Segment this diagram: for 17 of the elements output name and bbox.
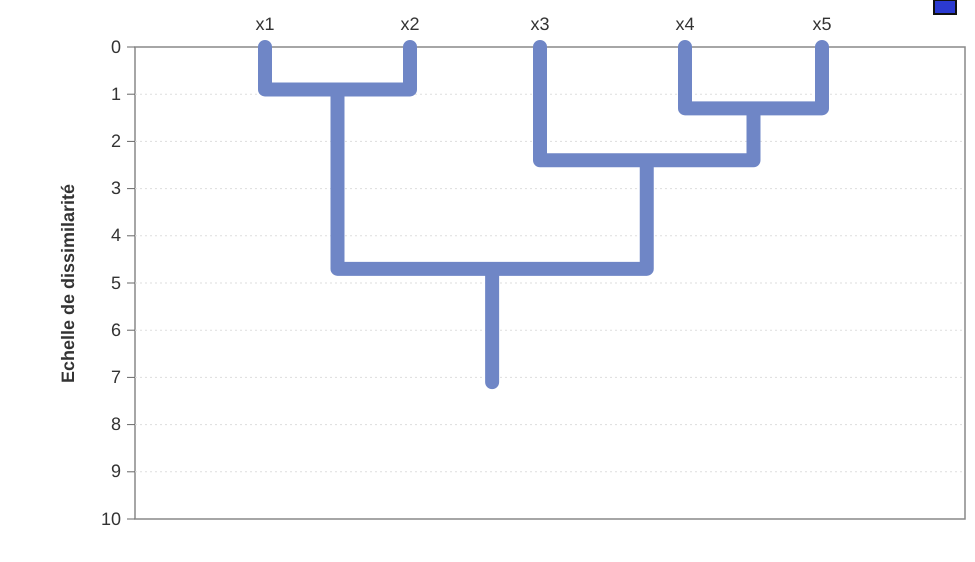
tick-label: 6 (111, 320, 122, 341)
tick-label: 2 (111, 130, 122, 152)
axis-title: Echelle de dissimilarité (58, 183, 79, 383)
leaf-label: x4 (676, 14, 695, 34)
tick-label: 4 (111, 225, 122, 246)
leaf-label: x5 (812, 14, 832, 34)
tick-label: 3 (111, 178, 122, 200)
tick-label: 5 (111, 272, 122, 294)
leaf-label: x1 (256, 14, 275, 34)
tick-label: 8 (111, 414, 122, 436)
leaf-label: x3 (530, 14, 550, 34)
leaf-label: x2 (400, 14, 420, 34)
tick-label: 9 (111, 461, 122, 482)
tick-label: 10 (101, 508, 122, 530)
tick-label: 0 (111, 36, 122, 58)
tick-label: 7 (111, 366, 122, 388)
tick-label: 1 (111, 84, 122, 105)
